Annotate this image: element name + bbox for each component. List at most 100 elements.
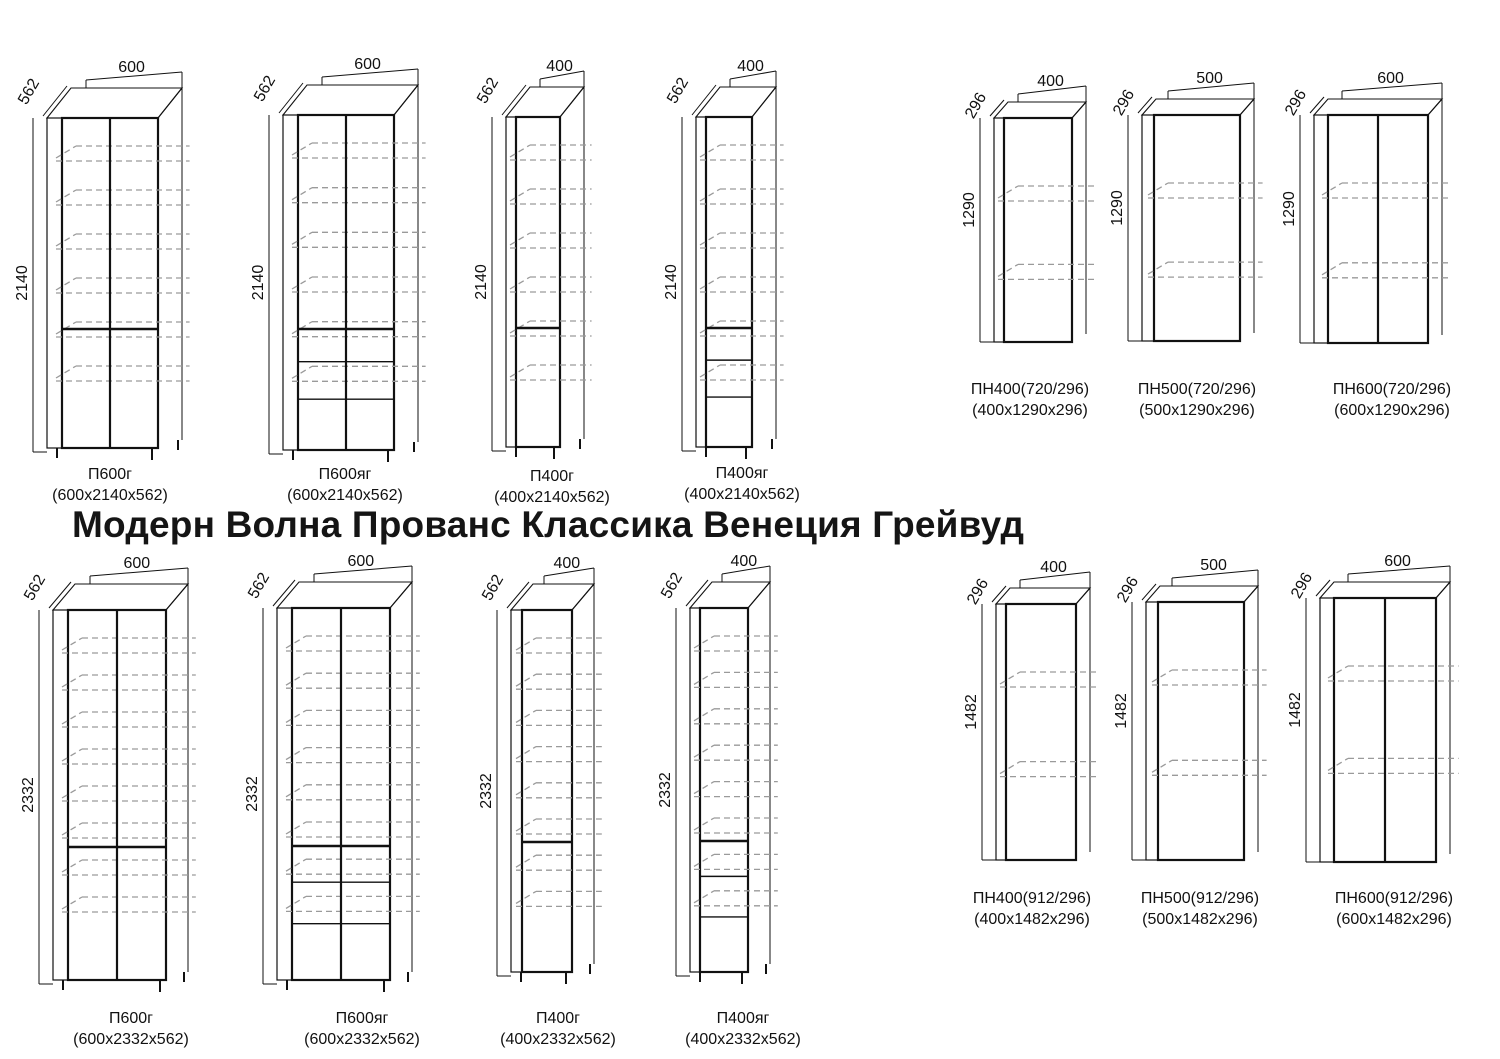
glass-shelf [509, 188, 531, 202]
height-dim: 2140 [663, 264, 680, 300]
glass-shelf [61, 822, 83, 836]
width-dim-line [1017, 85, 1087, 95]
model-size: (400x2140x562) [684, 486, 800, 503]
back-edge [157, 87, 183, 119]
height-dim: 2332 [657, 772, 674, 808]
back-edge [1239, 98, 1255, 116]
height-dim: 2140 [14, 265, 31, 301]
model-size: (400x1482x296) [974, 911, 1090, 928]
glass-shelf [509, 232, 531, 246]
glass-shelf [61, 896, 83, 910]
back-edge [747, 581, 771, 609]
width-dim-line [321, 68, 419, 78]
glass-shelf [1327, 757, 1349, 771]
width-dim-line [539, 70, 585, 80]
front-frame [1156, 600, 1246, 862]
depth-dim-line [506, 581, 530, 609]
model-code: П400г [536, 1010, 580, 1027]
glass-shelf [693, 853, 715, 867]
glass-shelf [997, 263, 1019, 277]
height-dim: 2332 [244, 776, 261, 812]
glass-shelf [515, 818, 537, 832]
model-size: (600x1290x296) [1334, 402, 1450, 419]
depth-dim: 562 [479, 572, 507, 604]
width-dim-line [1019, 571, 1091, 581]
model-code: ПН500(912/296) [1141, 890, 1259, 907]
model-code: П400яг [717, 1010, 770, 1027]
glass-shelf [509, 364, 531, 378]
width-dim-line [729, 70, 777, 80]
glass-shelf [693, 671, 715, 685]
glass-shelf [515, 890, 537, 904]
model-size: (400x2140x562) [494, 489, 610, 506]
model-code: П600г [109, 1010, 153, 1027]
width-dim: 600 [1384, 553, 1411, 570]
model-code: П600яг [336, 1010, 389, 1027]
back-edge [1243, 585, 1259, 603]
glass-shelf [285, 709, 307, 723]
height-dim: 1290 [1109, 190, 1126, 226]
depth-dim-line [691, 84, 717, 116]
glass-shelf [285, 821, 307, 835]
glass-shelf [285, 672, 307, 686]
back-edge [751, 86, 777, 118]
glass-shelf [1147, 182, 1169, 196]
glass-shelf [55, 365, 77, 379]
side-panel [995, 603, 1007, 861]
glass-shelf [291, 365, 313, 379]
depth-dim: 296 [1288, 570, 1316, 602]
glass-shelf [55, 189, 77, 203]
depth-dim-line [685, 579, 709, 607]
model-size: (400x2332x562) [500, 1031, 616, 1048]
width-dim-line [85, 71, 183, 81]
glass-shelf [693, 744, 715, 758]
top-surface [51, 583, 190, 611]
width-dim-line [721, 565, 771, 575]
height-dim: 2140 [250, 265, 267, 301]
model-size: (400x1290x296) [972, 402, 1088, 419]
glass-shelf [999, 671, 1021, 685]
depth-dim-line [1315, 579, 1331, 597]
width-dim: 400 [1037, 73, 1064, 90]
back-edge [1435, 581, 1451, 599]
depth-dim-line [501, 84, 527, 116]
glass-shelf [515, 673, 537, 687]
top-surface [1312, 98, 1444, 116]
glass-shelf [699, 276, 721, 290]
width-dim-line [1347, 565, 1451, 575]
top-surface [992, 101, 1088, 119]
depth-dim: 562 [664, 75, 692, 107]
glass-shelf [55, 233, 77, 247]
side-panel [1319, 597, 1335, 863]
depth-dim: 562 [245, 570, 273, 602]
glass-shelf [291, 276, 313, 290]
front-frame [520, 608, 574, 974]
width-dim: 500 [1196, 70, 1223, 87]
glass-shelf [1321, 182, 1343, 196]
depth-dim-line [989, 99, 1005, 117]
back-edge [393, 84, 419, 116]
glass-shelf [61, 674, 83, 688]
depth-dim: 296 [1110, 87, 1138, 119]
glass-shelf [1327, 665, 1349, 679]
width-dim: 600 [123, 555, 150, 572]
glass-shelf [1147, 261, 1169, 275]
glass-shelf [693, 708, 715, 722]
front-frame [1152, 113, 1242, 343]
top-surface [1140, 98, 1256, 116]
top-surface [994, 587, 1092, 605]
glass-shelf [291, 187, 313, 201]
height-dim: 1482 [1287, 692, 1304, 728]
glass-shelf [699, 144, 721, 158]
depth-dim-line [42, 85, 68, 117]
model-code: П600г [88, 466, 132, 483]
height-dim: 2140 [473, 264, 490, 300]
width-dim-line [1171, 569, 1259, 579]
